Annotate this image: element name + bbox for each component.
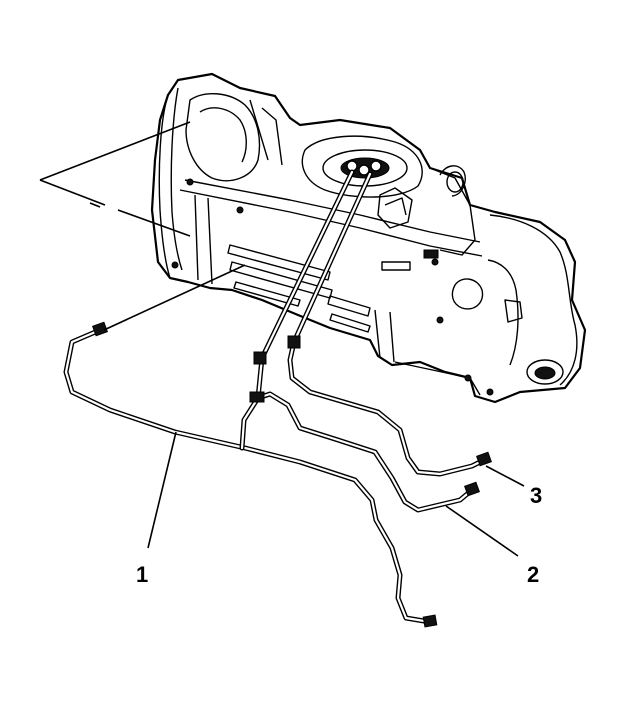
filler-neck-cap	[446, 171, 464, 193]
tank-leader-dash	[89, 202, 101, 208]
tank-right-end-inner	[487, 259, 519, 366]
tank-left-end	[158, 94, 171, 279]
tank-leader-lower	[39, 179, 191, 237]
tank-top-ridge-2	[179, 189, 483, 257]
mount-hole-2	[236, 206, 244, 214]
line-2-coupler	[249, 391, 265, 403]
pump-fitting-1	[346, 160, 358, 172]
mount-hole-7	[431, 258, 439, 266]
fuel-line-1	[63, 327, 433, 625]
tank-left-end-inner	[170, 87, 183, 271]
line-1-branch-leader	[103, 264, 246, 331]
vent-valve-body	[384, 197, 407, 216]
callout-1-leader	[147, 431, 177, 549]
line-1-fitting-end	[422, 614, 438, 628]
feed-tube-a-coupler	[253, 351, 267, 365]
line-2-fitting-end	[464, 481, 480, 497]
callout-2-leader	[445, 505, 519, 557]
line-3-fitting-end	[476, 451, 492, 467]
tank-left-straps	[249, 99, 283, 166]
mount-hole-4	[436, 316, 444, 324]
tank-drain-opening-inner	[534, 366, 556, 380]
mount-hole-3	[171, 261, 179, 269]
tank-right-port	[451, 278, 484, 310]
feed-tube-b-coupler	[287, 335, 301, 349]
tank-leader-upper	[39, 121, 191, 181]
tank-strap-channel-right	[374, 309, 395, 363]
callout-label-1: 1	[136, 562, 148, 587]
leader-lines	[39, 121, 525, 557]
harness-clip	[381, 261, 411, 271]
pump-fitting-3	[370, 160, 382, 172]
tank-right-end	[489, 214, 578, 386]
pump-fitting-2	[358, 164, 370, 176]
tank-right-top	[429, 167, 476, 256]
fuel-tank-body	[150, 72, 587, 404]
electrical-connector	[423, 249, 439, 259]
tank-side-slot-4	[327, 295, 371, 317]
vent-valve	[377, 187, 413, 229]
tank-right-bracket	[504, 299, 523, 323]
callout-label-3: 3	[530, 483, 542, 508]
mount-hole-5	[464, 374, 472, 382]
fuel-lines	[63, 169, 492, 628]
tank-strap-channel-left	[194, 194, 213, 285]
pump-mount-base	[301, 135, 423, 198]
tank-top-ridge	[184, 179, 481, 243]
tank-side-slot-5	[329, 313, 371, 333]
tank-drain-opening	[526, 359, 564, 385]
tank-left-hump-inner	[199, 107, 247, 163]
callout-3-leader	[485, 465, 525, 487]
filler-neck	[439, 165, 466, 197]
callout-label-2: 2	[527, 562, 539, 587]
tank-side-slot-3	[233, 281, 301, 307]
tank-left-hump	[185, 93, 261, 182]
mount-hole-1	[186, 178, 194, 186]
line-1-fitting-left	[92, 321, 108, 337]
mount-hole-6	[486, 388, 494, 396]
tank-side-slot-1	[227, 244, 331, 281]
fuel-tank	[150, 72, 587, 404]
